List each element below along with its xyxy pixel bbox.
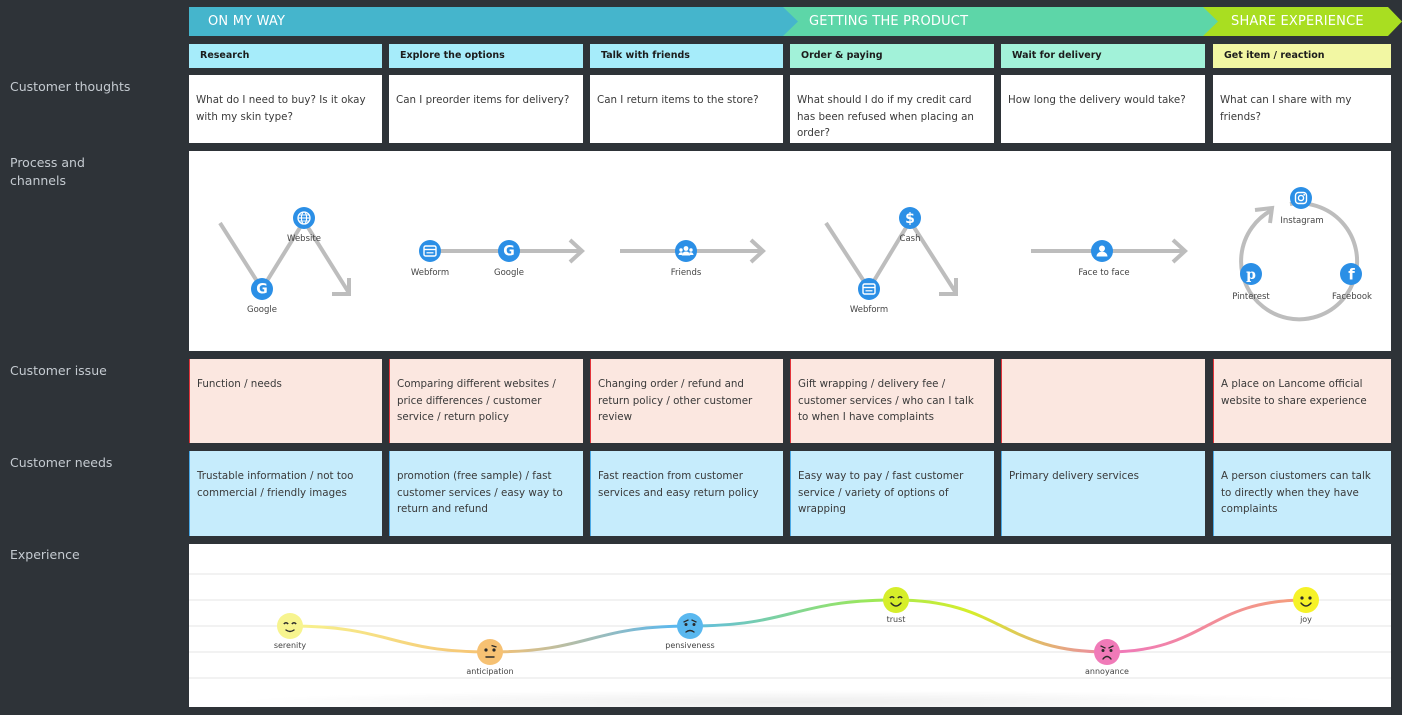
- arrowhead: [1171, 238, 1188, 264]
- phase-label: GETTING THE PRODUCT: [809, 14, 969, 29]
- channel-label: Google: [494, 268, 524, 278]
- phase-label: SHARE EXPERIENCE: [1231, 14, 1364, 29]
- need-card: Primary delivery services: [1001, 451, 1205, 536]
- phase-arrow-shape: [189, 7, 801, 36]
- phase-banner-getting-product: GETTING THE PRODUCT: [783, 7, 1221, 36]
- thought-card: Can I preorder items for delivery?: [389, 75, 583, 143]
- row-label-issue: Customer issue: [10, 363, 107, 378]
- talk-flow: Friends: [620, 238, 766, 278]
- emotion-label: joy: [1299, 615, 1312, 624]
- thought-card: Can I return items to the store?: [590, 75, 783, 143]
- process-channels-panel: G $ p f Website Google Webform Goog: [189, 151, 1391, 351]
- experience-curve: [289, 598, 1307, 654]
- channel-label: Face to face: [1078, 268, 1129, 278]
- cycle-arrow: [1239, 201, 1360, 322]
- annoyance-face-icon: [1094, 639, 1120, 665]
- trust-face-icon: [883, 587, 909, 613]
- row-label-needs: Customer needs: [10, 455, 113, 470]
- need-card: Trustable information / not too commerci…: [189, 451, 382, 536]
- phase-banner-share-experience: SHARE EXPERIENCE: [1203, 7, 1402, 36]
- issue-card: Changing order / refund and return polic…: [590, 359, 783, 443]
- row-label-experience: Experience: [10, 547, 80, 562]
- joy-face-icon: [1293, 587, 1319, 613]
- step-explore: Explore the options: [389, 44, 583, 68]
- channel-label: Google: [247, 305, 277, 315]
- step-order: Order & paying: [790, 44, 994, 68]
- person-icon: [1091, 240, 1113, 262]
- phase-arrow-shape: [783, 7, 1221, 36]
- arrowhead: [568, 238, 585, 264]
- thought-card: What should I do if my credit card has b…: [790, 75, 994, 143]
- thought-card: What do I need to buy? Is it okay with m…: [189, 75, 382, 143]
- pinterest-icon: [1240, 263, 1262, 285]
- channel-label: Webform: [411, 268, 449, 278]
- row-label-process: Process and channels: [10, 155, 85, 188]
- anticipation-face-icon: [477, 639, 503, 665]
- arrowhead: [1254, 205, 1275, 224]
- need-card: Easy way to pay / fast customer service …: [790, 451, 994, 536]
- channel-label: Pinterest: [1232, 292, 1270, 302]
- experience-panel: serenity anticipation pensiveness trust anno…: [189, 544, 1391, 707]
- channel-label: Facebook: [1332, 292, 1372, 302]
- friends-icon: [675, 240, 697, 262]
- arrowhead: [749, 238, 766, 264]
- experience-points: serenity anticipation pensiveness trust anno…: [274, 587, 1319, 676]
- flow-arrow: [824, 219, 958, 295]
- channel-label: Cash: [900, 234, 921, 244]
- need-card: A person ciustomers can talk to directly…: [1213, 451, 1391, 536]
- channel-label: Friends: [671, 268, 702, 278]
- facebook-icon: [1340, 263, 1362, 285]
- order-flow: Cash Webform: [824, 207, 958, 315]
- phase-label: ON MY WAY: [208, 14, 286, 29]
- phase-arrow-shape: [1203, 7, 1402, 36]
- channel-label: Instagram: [1280, 216, 1323, 226]
- channel-label: Webform: [850, 305, 888, 315]
- issue-card: Comparing different websites / price dif…: [389, 359, 583, 443]
- issue-card: Function / needs: [189, 359, 382, 443]
- shadow: [229, 690, 1349, 707]
- experience-gridlines: [189, 573, 1391, 679]
- step-talk: Talk with friends: [590, 44, 783, 68]
- serenity-face-icon: [277, 613, 303, 639]
- channel-label: Website: [287, 234, 321, 244]
- website-icon: [293, 207, 315, 229]
- arrowhead: [939, 278, 958, 296]
- step-research: Research: [189, 44, 382, 68]
- thought-card: What can I share with my friends?: [1213, 75, 1391, 143]
- thought-card: How long the delivery would take?: [1001, 75, 1205, 143]
- pensiveness-face-icon: [677, 613, 703, 639]
- share-flow: Instagram Pinterest Facebook: [1232, 187, 1372, 322]
- need-card: Fast reaction from customer services and…: [590, 451, 783, 536]
- research-flow: Website Google: [218, 207, 351, 315]
- emotion-label: pensiveness: [665, 641, 714, 650]
- arrowhead: [332, 278, 351, 296]
- emotion-label: annoyance: [1085, 667, 1129, 676]
- issue-card: Gift wrapping / delivery fee / customer …: [790, 359, 994, 443]
- step-wait: Wait for delivery: [1001, 44, 1205, 68]
- issue-card: [1001, 359, 1205, 443]
- explore-flow: Webform Google: [411, 238, 585, 278]
- issue-card: A place on Lancome official website to s…: [1213, 359, 1391, 443]
- google-icon: [498, 240, 520, 262]
- wait-flow: Face to face: [1031, 238, 1188, 278]
- row-label-thoughts: Customer thoughts: [10, 79, 131, 94]
- emotion-label: anticipation: [466, 667, 513, 676]
- flow-arrow: [218, 219, 351, 295]
- step-get-item: Get item / reaction: [1213, 44, 1391, 68]
- dollar-icon: [899, 207, 921, 229]
- emotion-label: trust: [887, 615, 906, 624]
- emotion-label: serenity: [274, 641, 307, 650]
- google-icon: [251, 278, 273, 300]
- need-card: promotion (free sample) / fast customer …: [389, 451, 583, 536]
- phase-banner-on-my-way: ON MY WAY: [189, 7, 801, 36]
- webform-icon: [858, 278, 880, 300]
- instagram-icon: [1290, 187, 1312, 209]
- webform-icon: [419, 240, 441, 262]
